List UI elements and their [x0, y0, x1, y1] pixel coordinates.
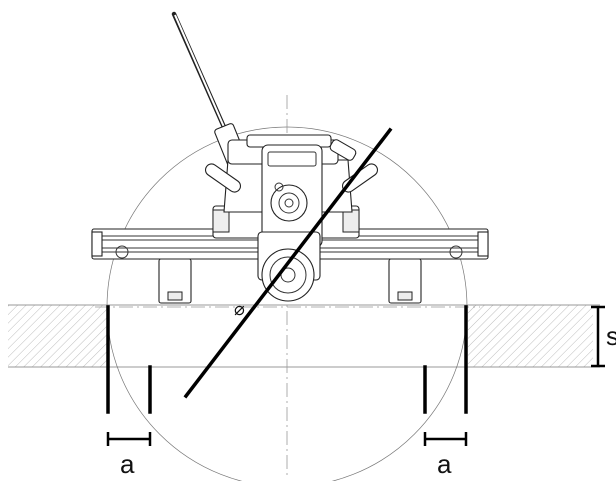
dimension-a-right: a — [423, 432, 468, 479]
gear-disk — [270, 184, 308, 222]
foot-right — [388, 258, 422, 304]
cut-lines — [106, 305, 468, 414]
dim-label-a-left: a — [120, 449, 135, 479]
handle-left — [204, 163, 242, 193]
dimension-s: s — [591, 305, 616, 368]
diameter-line — [183, 127, 393, 399]
wall-section — [8, 304, 600, 368]
wall-left-hatch — [8, 305, 108, 367]
wall-right-hatch — [468, 305, 593, 367]
diameter-symbol: ⌀ — [234, 299, 245, 319]
dim-label-s: s — [606, 321, 616, 351]
foot-left — [158, 258, 192, 304]
dim-label-a-right: a — [437, 449, 452, 479]
dimension-a-left: a — [106, 432, 152, 479]
